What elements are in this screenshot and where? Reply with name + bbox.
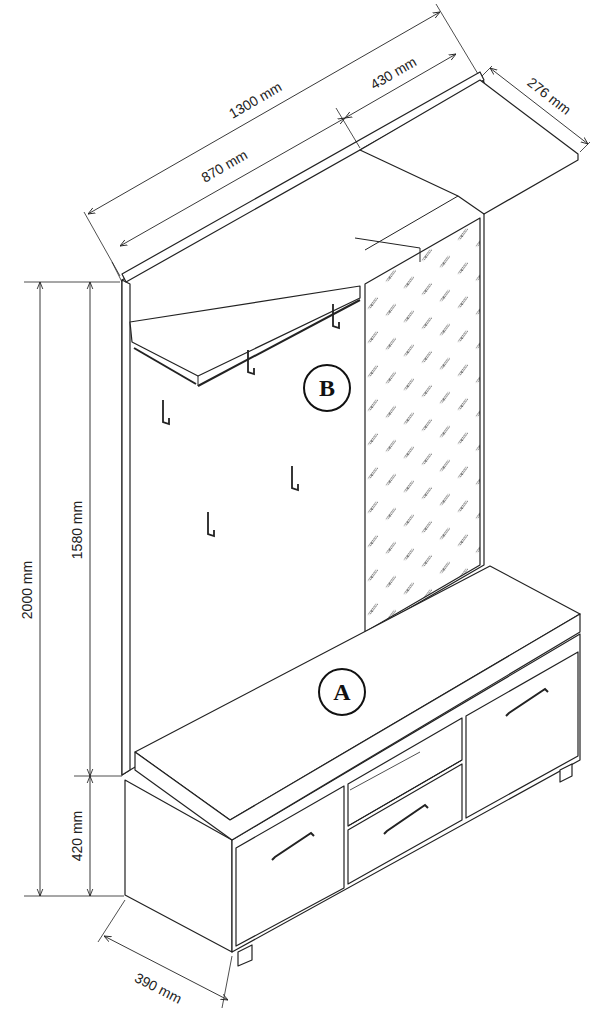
- dimension-line: [40, 282, 41, 896]
- extension-line: [74, 776, 122, 777]
- dimension-line: [90, 776, 91, 896]
- foot: [560, 764, 572, 782]
- extension-line: [580, 142, 590, 152]
- handle: [272, 833, 314, 860]
- callout-circle: B: [303, 364, 351, 412]
- extension-line: [436, 4, 478, 74]
- handle: [506, 689, 548, 716]
- dimension-line: [90, 282, 91, 776]
- coat-hook: [248, 350, 254, 374]
- dimension-label: 420 mm: [69, 809, 85, 864]
- extension-line: [482, 66, 492, 76]
- extension-line: [112, 262, 122, 282]
- dimension-line: [88, 12, 440, 214]
- coat-hook: [292, 466, 298, 490]
- dimension-label: 430 mm: [365, 52, 420, 93]
- extension-line: [24, 282, 120, 283]
- extension-line: [222, 956, 232, 1008]
- callout-letter: A: [333, 680, 350, 704]
- extension-line: [336, 108, 360, 148]
- dimension-label: 276 mm: [523, 73, 576, 119]
- callout-circle: A: [318, 668, 366, 716]
- hat-shelf: [130, 286, 360, 376]
- handle: [384, 805, 428, 834]
- foot: [238, 945, 252, 966]
- coat-hook: [163, 400, 169, 424]
- drawer-front: [348, 764, 462, 884]
- right-door: [466, 652, 578, 818]
- hanging-rail: [134, 348, 196, 384]
- extension-line: [24, 896, 124, 897]
- cushion-edge: [135, 614, 580, 840]
- dimension-label: 870 mm: [196, 145, 251, 186]
- dimension-label: 1580 mm: [69, 499, 85, 561]
- dimension-label: 2000 mm: [19, 559, 35, 621]
- left-door: [236, 786, 344, 946]
- rail-bracket: [355, 238, 420, 262]
- shelf-edge: [198, 376, 199, 386]
- dimension-label: 1300 mm: [224, 77, 286, 122]
- coat-hook: [333, 304, 339, 328]
- dimension-line: [120, 118, 345, 246]
- textured-panel: [365, 218, 480, 632]
- coat-hook: [208, 512, 214, 536]
- dimension-lines: [24, 4, 590, 1008]
- dimension-line: [490, 68, 588, 144]
- callout-letter: B: [319, 376, 335, 400]
- side-edge: [122, 280, 130, 775]
- extension-line: [98, 900, 125, 942]
- compartment-back: [350, 752, 420, 790]
